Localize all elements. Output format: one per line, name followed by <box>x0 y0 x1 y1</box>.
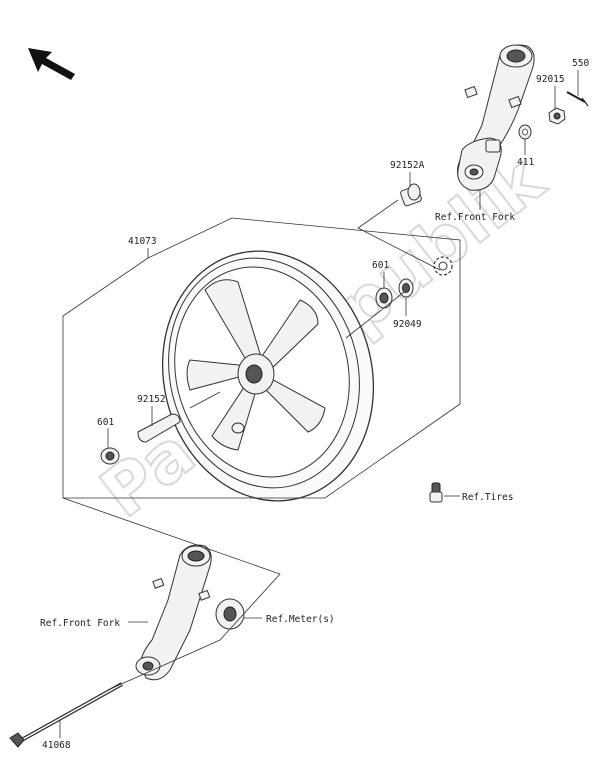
meter-gear-housing <box>215 598 245 630</box>
label-41073: 41073 <box>128 236 157 247</box>
front-fork-top-illustration <box>457 44 535 191</box>
label-41068: 41068 <box>42 740 71 751</box>
leader-lines <box>59 70 579 738</box>
label-ref-tires: Ref.Tires <box>462 492 513 503</box>
part-41068-axle <box>9 682 123 748</box>
part-92152-collar <box>137 413 181 443</box>
label-ref-front-fork-bottom: Ref.Front Fork <box>40 618 120 629</box>
label-92152A: 92152A <box>390 160 425 171</box>
tire-valve <box>429 482 443 503</box>
label-92152: 92152 <box>137 394 166 405</box>
part-550-pin <box>566 91 589 107</box>
part-601-bearing-top <box>375 287 393 309</box>
part-92015-nut <box>548 107 566 125</box>
label-ref-meters: Ref.Meter(s) <box>266 614 335 625</box>
part-601-bearing-left <box>100 447 120 465</box>
label-ref-front-fork-top: Ref.Front Fork <box>435 212 515 223</box>
label-550: 550 <box>572 58 589 69</box>
direction-arrow-icon <box>28 48 75 80</box>
label-411: 411 <box>517 157 534 168</box>
front-fork-bottom-illustration <box>135 544 212 681</box>
label-92015: 92015 <box>536 74 565 85</box>
label-601-top: 601 <box>372 260 389 271</box>
part-92152A-collar <box>400 183 422 207</box>
wheel-41073 <box>161 250 375 502</box>
part-92049-seal <box>398 278 414 298</box>
part-411-washer <box>518 124 532 140</box>
gear-icon <box>433 256 453 276</box>
label-601-left: 601 <box>97 417 114 428</box>
label-92049: 92049 <box>393 319 422 330</box>
